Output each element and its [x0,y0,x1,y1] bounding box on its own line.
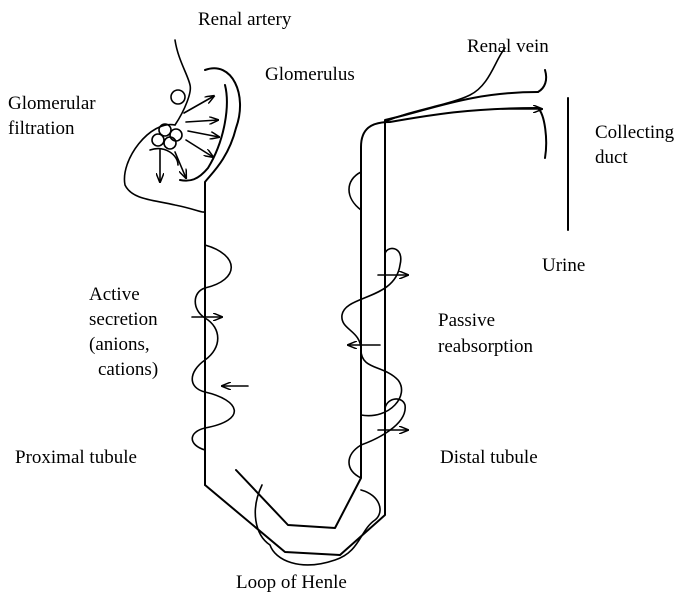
label-renal-artery: Renal artery [198,9,292,30]
transport-arrows [192,109,542,430]
labels: Renal artery Glomerulus Renal vein Glome… [8,9,675,593]
label-collecting-duct-2: duct [595,147,628,168]
glomerulus-tuft [152,90,185,149]
label-active-secretion-4: cations) [98,359,158,380]
capillary-wrap-proximal [192,245,234,450]
label-glomerular-filtration-1: Glomerular [8,93,96,114]
filtration-arrow-6 [175,152,186,178]
filtration-arrow-4 [186,140,213,157]
filtration-arrows [160,96,219,182]
label-glomerular-filtration-2: filtration [8,118,75,139]
label-active-secretion-3: (anions, [89,334,150,355]
capillary-wrap-distal-lower [361,399,405,445]
collecting-duct-bottom [538,108,546,158]
glomerular-capillaries [150,149,178,165]
bowmans-capsule-inner [180,85,227,181]
nephron-tubule [180,68,568,555]
label-glomerulus: Glomerulus [265,64,355,85]
peritubular-capillary [124,40,505,565]
label-loop-of-henle: Loop of Henle [236,572,347,593]
filtration-arrow-3 [188,131,219,137]
label-active-secretion-2: secretion [89,309,158,330]
label-active-secretion-1: Active [89,284,140,305]
label-passive-reabsorption-1: Passive [438,310,495,331]
capillary-wrap-distal [342,48,505,478]
label-passive-reabsorption-2: reabsorption [438,336,533,357]
label-collecting-duct-1: Collecting [595,122,675,143]
label-renal-vein: Renal vein [467,36,549,57]
collecting-duct-top [538,70,546,92]
efferent-arteriole [124,125,205,212]
renal-artery-vessel [175,40,190,125]
label-distal-tubule: Distal tubule [440,447,538,468]
label-proximal-tubule: Proximal tubule [15,447,137,468]
filtration-arrow-2 [186,120,218,122]
label-urine: Urine [542,255,585,276]
